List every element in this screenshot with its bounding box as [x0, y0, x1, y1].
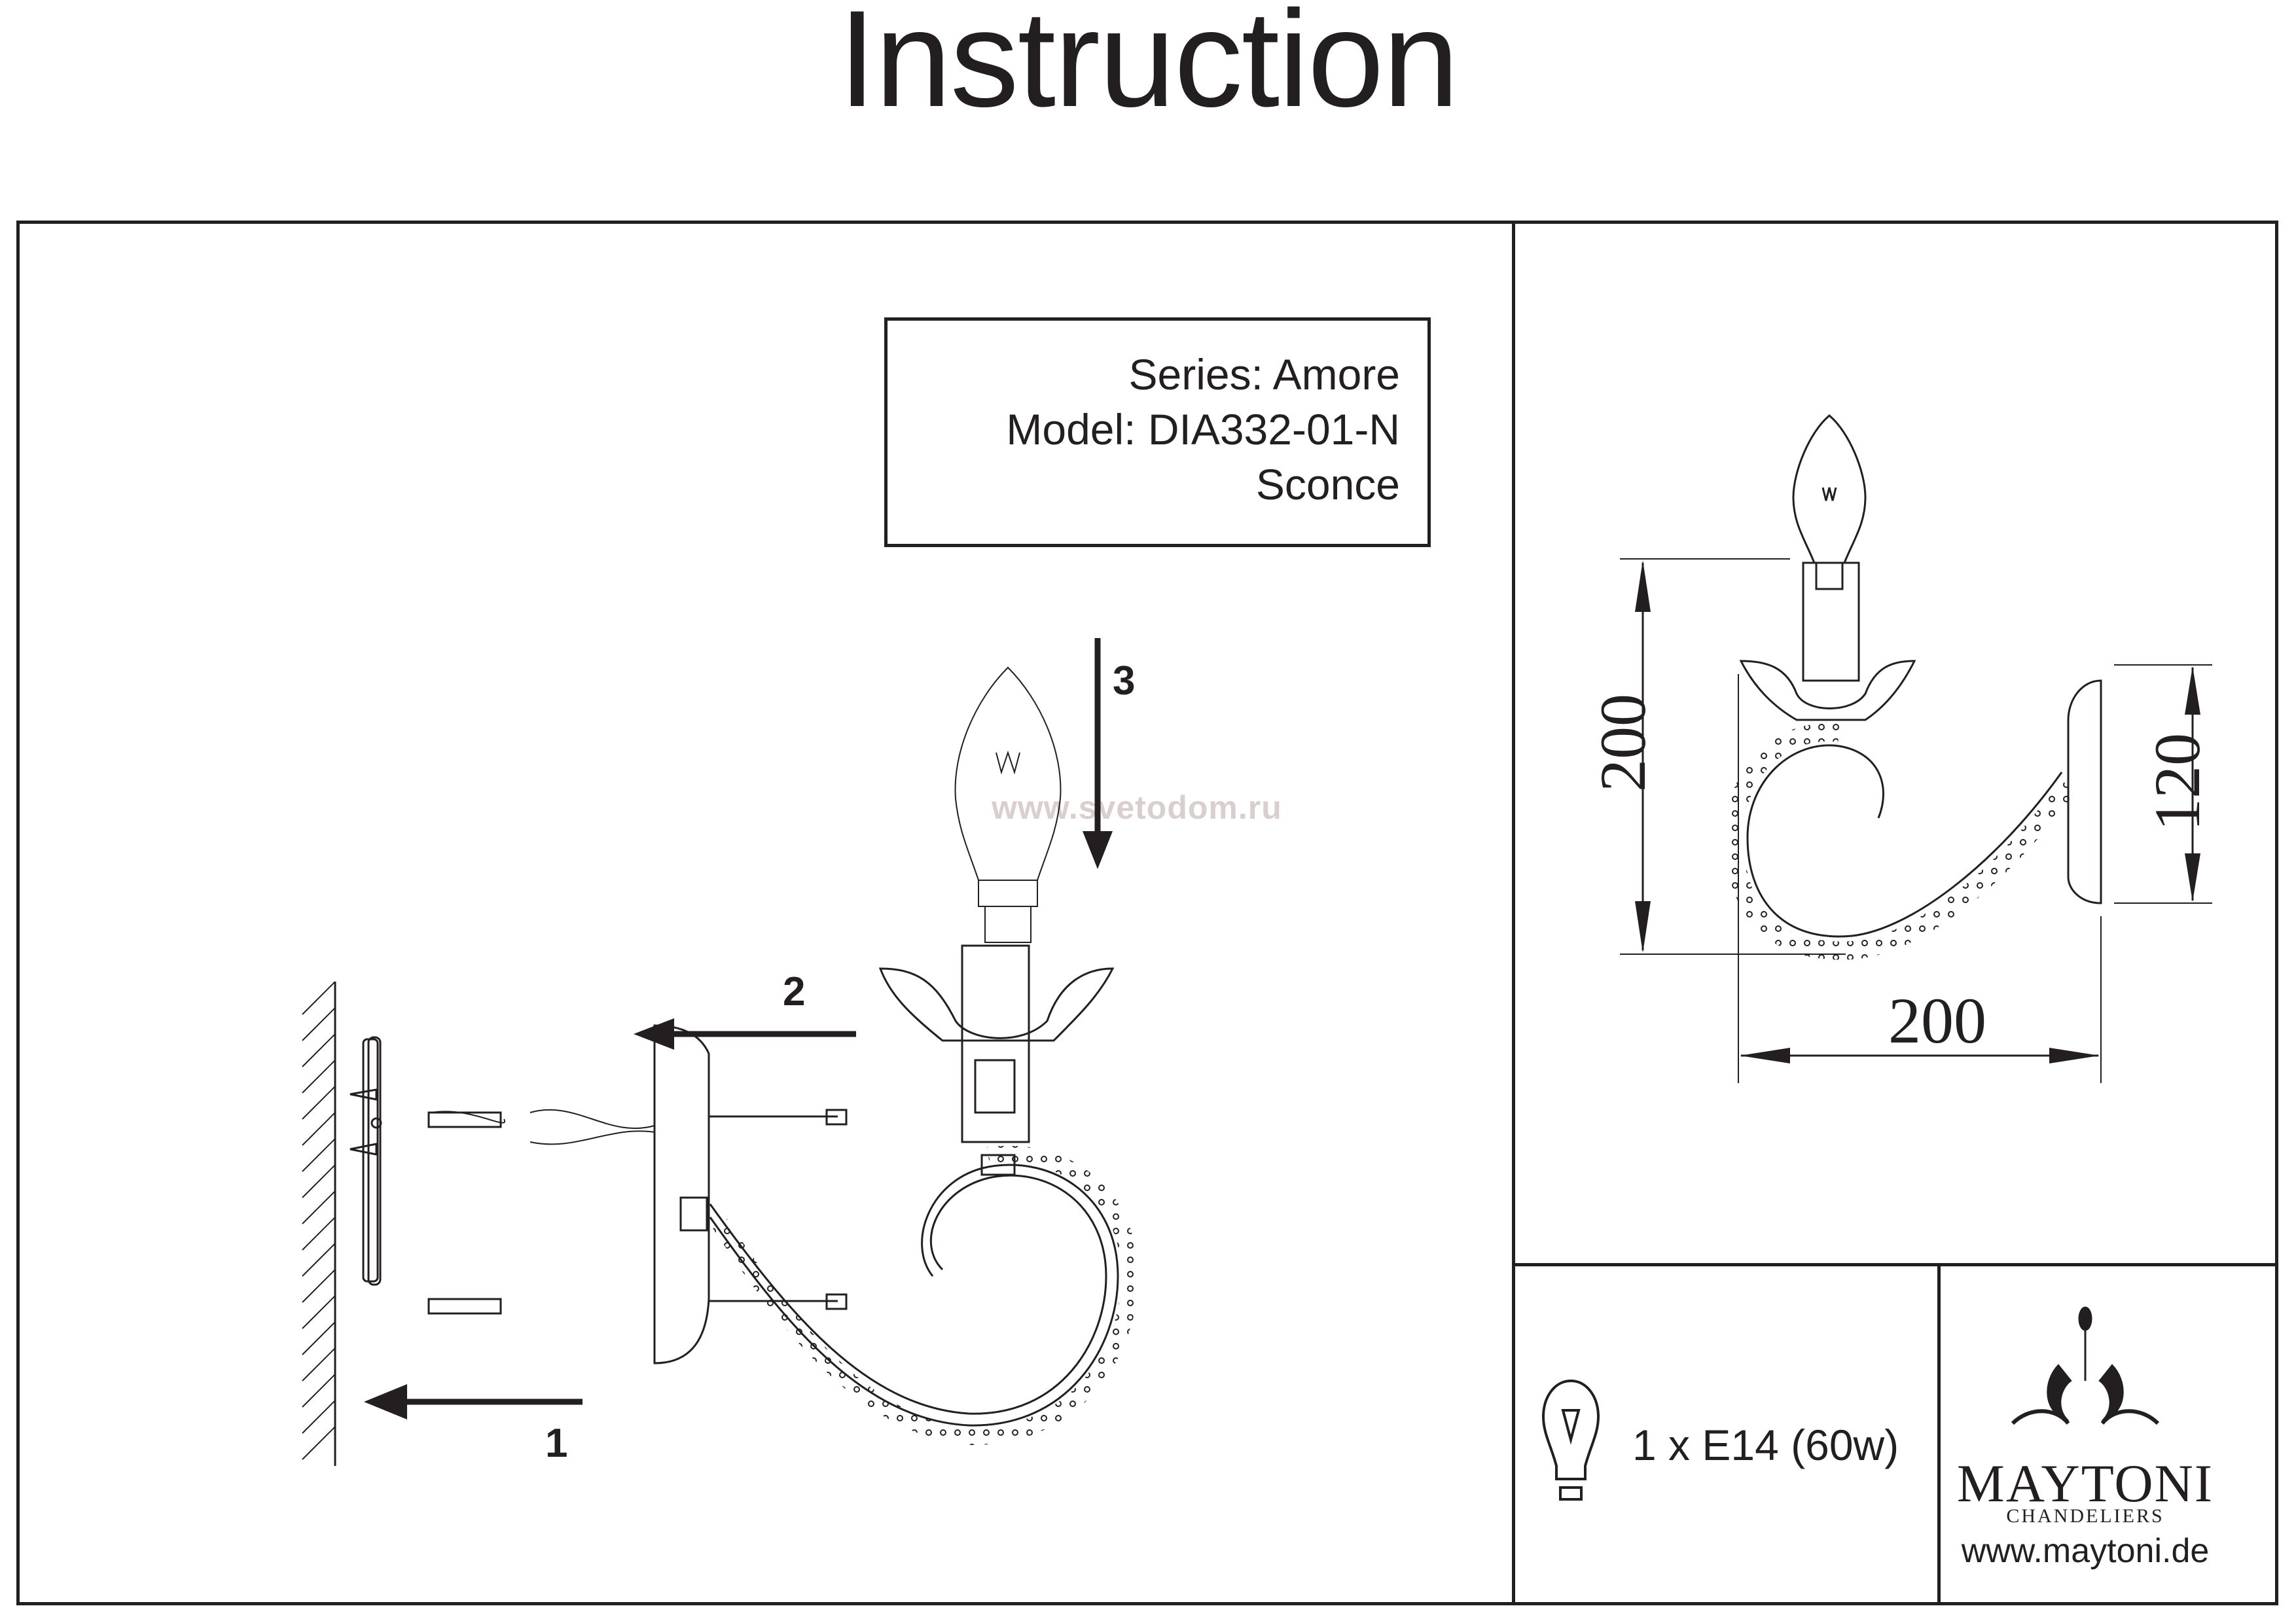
panel-divider-vertical — [1512, 221, 1515, 1605]
watermark: www.svetodom.ru — [992, 789, 1282, 826]
arrow-step-1-icon — [364, 1384, 583, 1419]
step-2-label: 2 — [783, 969, 806, 1014]
dimension-width-arrow-icon — [1740, 1048, 2100, 1063]
dimension-drawing-icon — [1620, 414, 2212, 1083]
dimension-backplate-arrow-icon — [2185, 666, 2200, 902]
arrow-step-2-icon — [634, 1018, 856, 1050]
brand-url-link[interactable]: www.maytoni.de — [1961, 1532, 2210, 1570]
step-1-label: 1 — [545, 1421, 568, 1466]
light-bulb-icon — [1541, 1379, 1600, 1501]
sconce-backplate-icon — [653, 1024, 848, 1364]
step-3-label: 3 — [1113, 658, 1136, 704]
product-info-box: Series: Amore Model: DIA332-01-N Sconce — [884, 317, 1431, 547]
series-label: Series: Amore — [1128, 350, 1401, 399]
panel-divider-horizontal — [1512, 1263, 2278, 1266]
candle-cup-icon — [878, 944, 1115, 1143]
model-label: Model: DIA332-01-N — [1006, 405, 1400, 454]
wires-icon — [431, 1109, 655, 1145]
arrow-step-3-icon — [1083, 638, 1113, 869]
chandelier-logo-icon — [2011, 1306, 2160, 1425]
bulb-drawing-icon — [954, 666, 1062, 943]
spec-brand-divider — [1937, 1263, 1941, 1605]
dimension-width-label: 200 — [1888, 984, 1986, 1057]
sconce-arm-icon — [709, 1145, 1139, 1446]
dimension-height-label: 200 — [1587, 694, 1659, 792]
brand-subtitle: CHANDELIERS — [2006, 1505, 2164, 1527]
dimension-backplate-label: 120 — [2141, 733, 2214, 831]
brand-name: MAYTONI — [1956, 1454, 2214, 1513]
bulb-spec-label: 1 x E14 (60w) — [1632, 1421, 1899, 1469]
dimension-height-arrow-icon — [1635, 560, 1651, 953]
mounting-bracket-icon — [350, 1036, 502, 1315]
type-label: Sconce — [1255, 460, 1400, 508]
document-title: Instruction — [838, 0, 1460, 135]
instruction-frame — [16, 221, 2278, 1605]
wall-icon — [302, 981, 336, 1466]
